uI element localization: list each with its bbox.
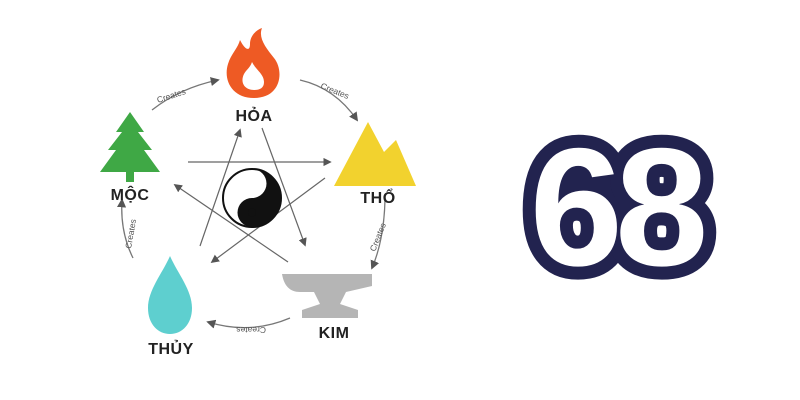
element-label-water: THỦY <box>148 339 194 358</box>
yin-yang-dots <box>248 179 256 217</box>
element-metal: KIM <box>282 274 372 342</box>
cycle-arrow-earth-to-metal <box>370 199 386 270</box>
element-label-wood: MỘC <box>111 185 150 204</box>
water-drop-icon <box>148 256 192 334</box>
cycle-arrow-fire-to-earth <box>299 79 359 122</box>
element-wood: MỘC <box>100 112 160 204</box>
star-arrow-fire-to-metal <box>261 127 307 247</box>
creates-label-wood-fire: Creates <box>156 86 187 105</box>
element-label-fire: HỎA <box>235 106 272 125</box>
creates-label-fire-earth: Creates <box>319 81 350 101</box>
element-label-metal: KIM <box>319 325 350 342</box>
mountain-icon <box>334 122 416 186</box>
cycle-arrow-water-to-wood <box>117 198 134 259</box>
anvil-icon <box>282 274 372 318</box>
flame-icon <box>226 28 280 98</box>
star-arrow-metal-to-wood <box>173 184 289 263</box>
creates-label-metal-water: Creates <box>236 325 266 335</box>
creates-label-water-wood: Creates <box>123 218 138 249</box>
flame-inner-icon <box>242 62 264 90</box>
yin-yang-icon <box>222 168 282 228</box>
element-label-earth: THỔ <box>360 188 395 207</box>
number-68-fill: 68 <box>530 113 704 301</box>
pine-tree-icon <box>100 112 160 182</box>
cycle-arrow-metal-to-water <box>206 317 291 329</box>
number-68-outline: 68 <box>530 113 704 301</box>
cycle-arrow-wood-to-fire <box>151 77 220 111</box>
element-fire: HỎA <box>226 28 280 125</box>
creates-label-earth-metal: Creates <box>368 221 388 252</box>
star-arrow-water-to-fire <box>199 128 242 247</box>
element-water: THỦY <box>148 256 194 358</box>
generating-cycle <box>117 77 386 329</box>
number-68: 68 68 <box>517 100 725 314</box>
element-earth: THỔ <box>334 122 416 207</box>
